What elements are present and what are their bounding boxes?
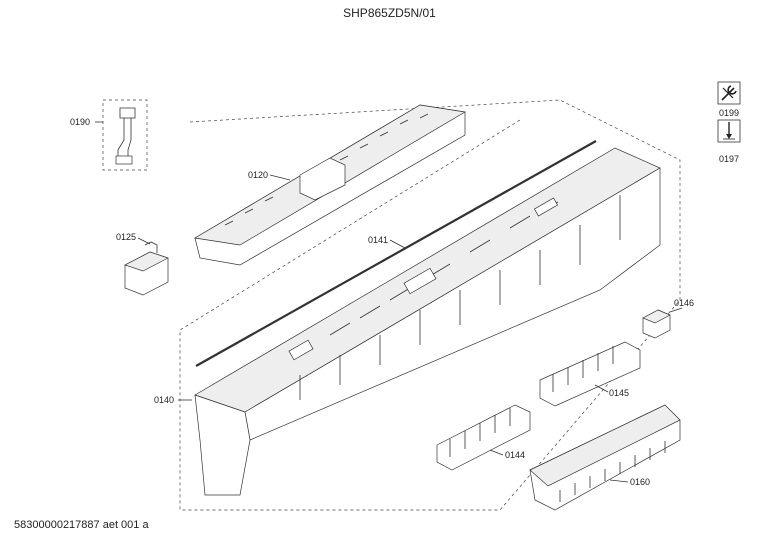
- part-0160-cover[interactable]: 0160: [529, 404, 681, 511]
- screwdriver-torque-icon: [723, 122, 735, 140]
- housing-ribs: [299, 195, 621, 400]
- part-0120-control-module[interactable]: 0120: [193, 104, 467, 266]
- leader-0120: [269, 174, 291, 181]
- leader-0125: [137, 237, 151, 245]
- part-0125-bracket[interactable]: 0125: [116, 232, 169, 296]
- leader-0145: [594, 384, 609, 393]
- housing-end-block: [194, 394, 251, 496]
- document-code: 58300000217887 aet 001 a: [14, 519, 149, 531]
- housing-window-1: [533, 197, 559, 217]
- leader-0146: [669, 307, 683, 313]
- strip-0145-keys: [552, 346, 614, 392]
- strip-0145-body: [539, 341, 641, 407]
- module-buttons: [224, 113, 429, 226]
- rod-highlight: [195, 137, 597, 364]
- wrench-screwdriver-icon: [721, 85, 737, 101]
- bracket-clip: [144, 241, 158, 253]
- label-0141: 0141: [368, 235, 388, 245]
- leader-0160: [609, 479, 629, 483]
- tool-0199[interactable]: 0199: [717, 81, 741, 118]
- housing-display-cutout: [403, 267, 437, 295]
- harness-connector: [115, 155, 133, 165]
- harness-wires: [117, 107, 136, 160]
- diagram-title: SHP865ZD5N/01: [343, 6, 436, 20]
- clip-top: [642, 309, 671, 324]
- strip-0144-body: [436, 404, 531, 471]
- part-0141-rod[interactable]: 0141: [195, 137, 597, 367]
- strip-0144-keys: [449, 408, 511, 457]
- label-0120: 0120: [248, 170, 268, 180]
- label-0197: 0197: [719, 154, 739, 164]
- label-0140: 0140: [154, 395, 174, 405]
- housing-slots: [329, 201, 559, 336]
- part-0144-key-strip[interactable]: 0144: [436, 404, 531, 471]
- rod-line: [195, 140, 597, 367]
- label-0199: 0199: [719, 108, 739, 118]
- label-0144: 0144: [505, 450, 525, 460]
- part-0190-harness[interactable]: 0190: [70, 99, 148, 171]
- cover-ribs: [559, 441, 666, 502]
- tool-0197[interactable]: 0197: [717, 119, 741, 164]
- label-0146: 0146: [674, 298, 694, 308]
- label-0160: 0160: [630, 477, 650, 487]
- label-0125: 0125: [116, 232, 136, 242]
- harness-frame: [102, 99, 148, 171]
- module-display-block: [299, 157, 346, 201]
- housing-window-2: [288, 339, 314, 361]
- leader-0144: [489, 449, 504, 456]
- part-0145-key-strip[interactable]: 0145: [539, 341, 641, 407]
- bracket-top: [124, 251, 169, 272]
- part-0146-clip[interactable]: 0146: [642, 298, 694, 339]
- label-0145: 0145: [609, 388, 629, 398]
- leader-0141: [389, 239, 406, 249]
- part-0140-panel-housing[interactable]: 0140: [154, 147, 661, 496]
- cover-top: [529, 404, 681, 487]
- label-0190: 0190: [70, 117, 90, 127]
